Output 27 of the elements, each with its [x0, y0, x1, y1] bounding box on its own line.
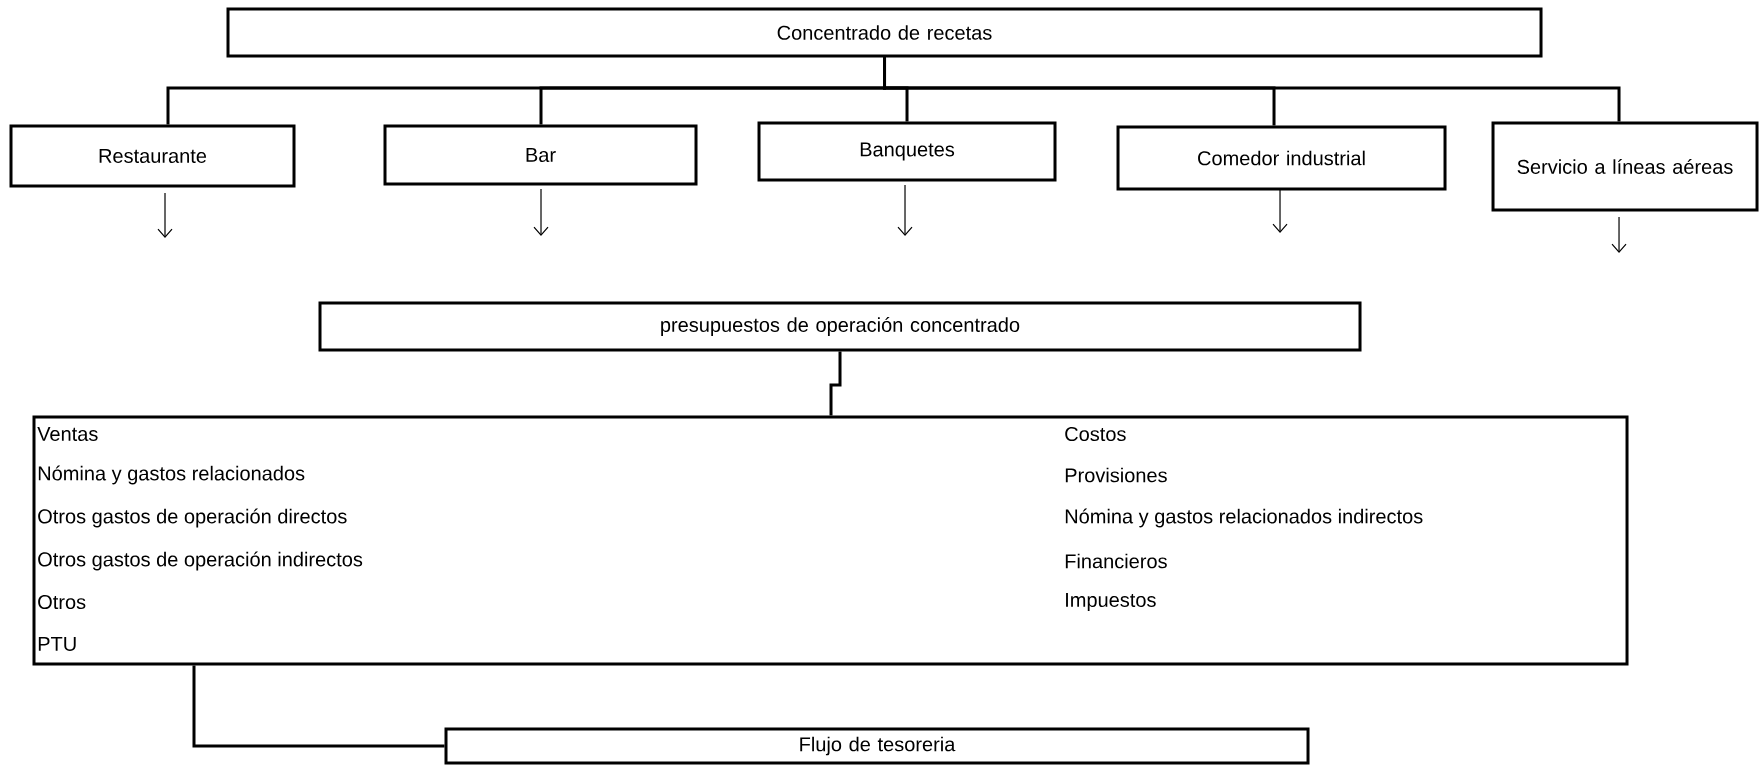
connector-line	[829, 351, 842, 416]
list-item: Costos	[1065, 426, 1126, 442]
category-box: Comedor industrial	[1116, 125, 1447, 191]
list-item: Ventas	[37, 427, 98, 441]
list-item: Nómina y gastos relacionados	[38, 465, 305, 485]
process-box: Flujo de tesoreria	[444, 727, 1310, 765]
connector-line	[192, 665, 445, 748]
arrow	[1272, 188, 1288, 233]
list-item: Impuestos	[1066, 593, 1156, 611]
list-item: Provisiones	[1065, 467, 1167, 483]
arrow	[1611, 216, 1627, 253]
category-box: Servicio a líneas aéreas	[1491, 121, 1759, 212]
list-item: Nómina y gastos relacionados indirectos	[1065, 508, 1423, 528]
list-item: Otros	[38, 594, 86, 610]
list-item: PTU	[38, 637, 76, 651]
list-item: Otros gastos de operación indirectos	[38, 551, 363, 571]
category-box: Restaurante	[9, 124, 296, 188]
arrow	[157, 192, 173, 238]
arrow	[897, 184, 913, 236]
list-item: Otros gastos de operación directos	[38, 508, 347, 528]
arrow	[533, 188, 549, 236]
category-box: Bar	[383, 124, 698, 186]
process-box: presupuestos de operación concentrado	[318, 301, 1362, 352]
title-box: Concentrado de recetas	[226, 7, 1543, 58]
category-box: Banquetes	[757, 121, 1057, 182]
connector-line	[883, 57, 1621, 122]
list-item: Financieros	[1065, 553, 1167, 569]
